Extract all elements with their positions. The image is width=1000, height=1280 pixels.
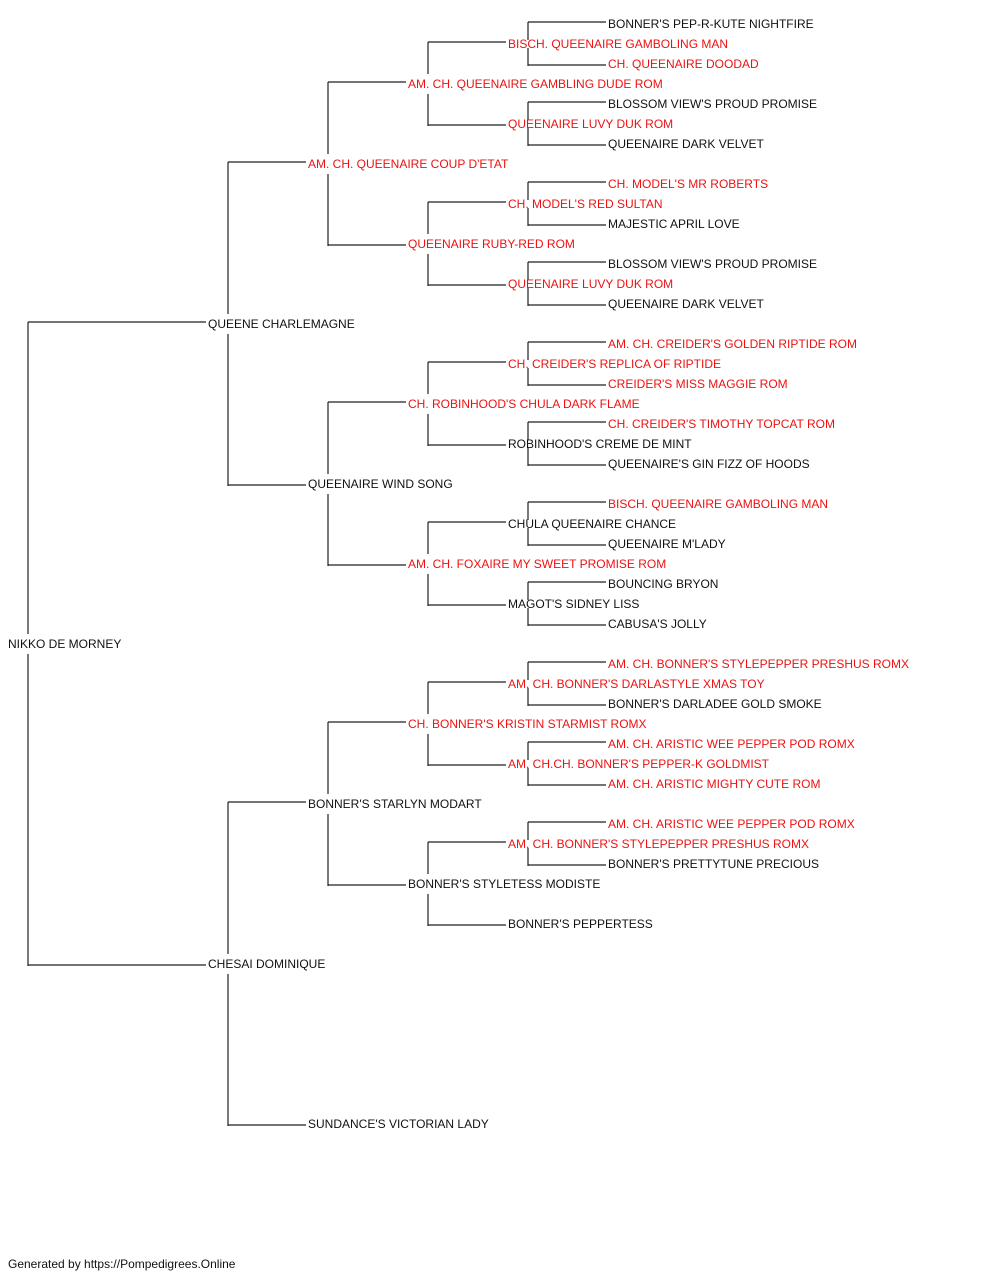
pedigree-node-sddds: BOUNCING BRYON xyxy=(608,577,719,591)
footer-credit: Generated by https://Pompedigrees.Online xyxy=(8,1257,236,1271)
pedigree-node-d: CHESAI DOMINIQUE xyxy=(208,957,326,971)
pedigree-node-sssds: BLOSSOM VIEW'S PROUD PROMISE xyxy=(608,97,817,111)
pedigree-node-dsd: BONNER'S STYLETESS MODISTE xyxy=(408,877,601,891)
pedigree-node-dsds: AM. CH. BONNER'S STYLEPEPPER PRESHUS ROM… xyxy=(508,837,810,851)
pedigree-node-ssdss: CH. MODEL'S MR ROBERTS xyxy=(608,177,769,191)
pedigree-node-sddss: BISCH. QUEENAIRE GAMBOLING MAN xyxy=(608,497,829,511)
pedigree-node-dss: CH. BONNER'S KRISTIN STARMIST ROMX xyxy=(408,717,647,731)
pedigree-node-ssdds: BLOSSOM VIEW'S PROUD PROMISE xyxy=(608,257,817,271)
pedigree-node-sdssd: CREIDER'S MISS MAGGIE ROM xyxy=(608,377,788,391)
pedigree-node-dsssd: BONNER'S DARLADEE GOLD SMOKE xyxy=(608,697,822,711)
pedigree-node-sddd: MAGOT'S SIDNEY LISS xyxy=(508,597,640,611)
pedigree-node-dssds: AM. CH. ARISTIC WEE PEPPER POD ROMX xyxy=(608,737,855,751)
pedigree-node-g0: NIKKO DE MORNEY xyxy=(8,637,122,651)
pedigree-node-dsss: AM. CH. BONNER'S DARLASTYLE XMAS TOY xyxy=(508,677,765,691)
pedigree-node-dssdd: AM. CH. ARISTIC MIGHTY CUTE ROM xyxy=(608,777,821,791)
pedigree-node-ssdsd: MAJESTIC APRIL LOVE xyxy=(608,217,740,231)
pedigree-node-dssss: AM. CH. BONNER'S STYLEPEPPER PRESHUS ROM… xyxy=(608,657,910,671)
pedigree-node-ds: BONNER'S STARLYN MODART xyxy=(308,797,482,811)
pedigree-node-sdd: AM. CH. FOXAIRE MY SWEET PROMISE ROM xyxy=(408,557,667,571)
pedigree-node-ss: AM. CH. QUEENAIRE COUP D'ETAT xyxy=(308,157,509,171)
pedigree-node-dssd: AM. CH.CH. BONNER'S PEPPER-K GOLDMIST xyxy=(508,757,769,771)
pedigree-node-sssd: QUEENAIRE LUVY DUK ROM xyxy=(508,117,674,131)
pedigree-node-sss: AM. CH. QUEENAIRE GAMBLING DUDE ROM xyxy=(408,77,663,91)
pedigree-node-dsdss: AM. CH. ARISTIC WEE PEPPER POD ROMX xyxy=(608,817,855,831)
pedigree-node-sdddd: CABUSA'S JOLLY xyxy=(608,617,707,631)
pedigree-node-sssdd: QUEENAIRE DARK VELVET xyxy=(608,137,764,151)
pedigree-node-sdsss: AM. CH. CREIDER'S GOLDEN RIPTIDE ROM xyxy=(608,337,857,351)
pedigree-node-dd: SUNDANCE'S VICTORIAN LADY xyxy=(308,1117,489,1131)
pedigree-node-sdss: CH. CREIDER'S REPLICA OF RIPTIDE xyxy=(508,357,721,371)
pedigree-node-sd: QUEENAIRE WIND SONG xyxy=(308,477,453,491)
pedigree-node-ssssd: CH. QUEENAIRE DOODAD xyxy=(608,57,759,71)
pedigree-node-s: QUEENE CHARLEMAGNE xyxy=(208,317,355,331)
pedigree-node-ssdd: QUEENAIRE LUVY DUK ROM xyxy=(508,277,674,291)
pedigree-node-sssss: BONNER'S PEP-R-KUTE NIGHTFIRE xyxy=(608,17,814,31)
pedigree-node-dsdsd: BONNER'S PRETTYTUNE PRECIOUS xyxy=(608,857,819,871)
pedigree-node-sdsdd: QUEENAIRE'S GIN FIZZ OF HOODS xyxy=(608,457,810,471)
pedigree-node-sdds: CHULA QUEENAIRE CHANCE xyxy=(508,517,677,531)
pedigree-node-dsdd: BONNER'S PEPPERTESS xyxy=(508,917,653,931)
pedigree-node-sddsd: QUEENAIRE M'LADY xyxy=(608,537,726,551)
pedigree-node-sds: CH. ROBINHOOD'S CHULA DARK FLAME xyxy=(408,397,640,411)
pedigree-node-ssd: QUEENAIRE RUBY-RED ROM xyxy=(408,237,575,251)
pedigree-node-ssss: BISCH. QUEENAIRE GAMBOLING MAN xyxy=(508,37,729,51)
pedigree-node-sdsds: CH. CREIDER'S TIMOTHY TOPCAT ROM xyxy=(608,417,835,431)
pedigree-node-ssds: CH. MODEL'S RED SULTAN xyxy=(508,197,663,211)
pedigree-node-sdsd: ROBINHOOD'S CREME DE MINT xyxy=(508,437,692,451)
pedigree-node-ssddd: QUEENAIRE DARK VELVET xyxy=(608,297,764,311)
